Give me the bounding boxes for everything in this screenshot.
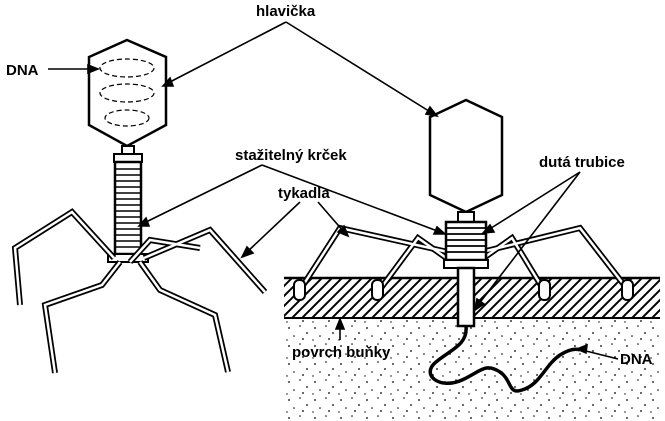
cell-interior — [284, 318, 660, 421]
label-fibers: tykadla — [278, 185, 330, 202]
phage-left-dna — [99, 58, 155, 127]
phage-left-tail — [113, 160, 143, 256]
label-head: hlavička — [256, 3, 316, 20]
phage-right-head — [428, 98, 504, 214]
label-dna-left: DNA — [6, 62, 39, 79]
phage-left — [11, 38, 268, 374]
label-surface: povrch buňky — [292, 344, 391, 361]
label-tail: stažitelný krček — [235, 147, 347, 164]
phage-right-tube — [456, 266, 476, 328]
phage-right-tail — [444, 220, 488, 262]
label-tube: dutá trubice — [539, 154, 625, 171]
phage-right-dna — [428, 325, 581, 393]
leader-lines — [48, 21, 619, 360]
label-dna-right: DNA — [620, 351, 653, 368]
